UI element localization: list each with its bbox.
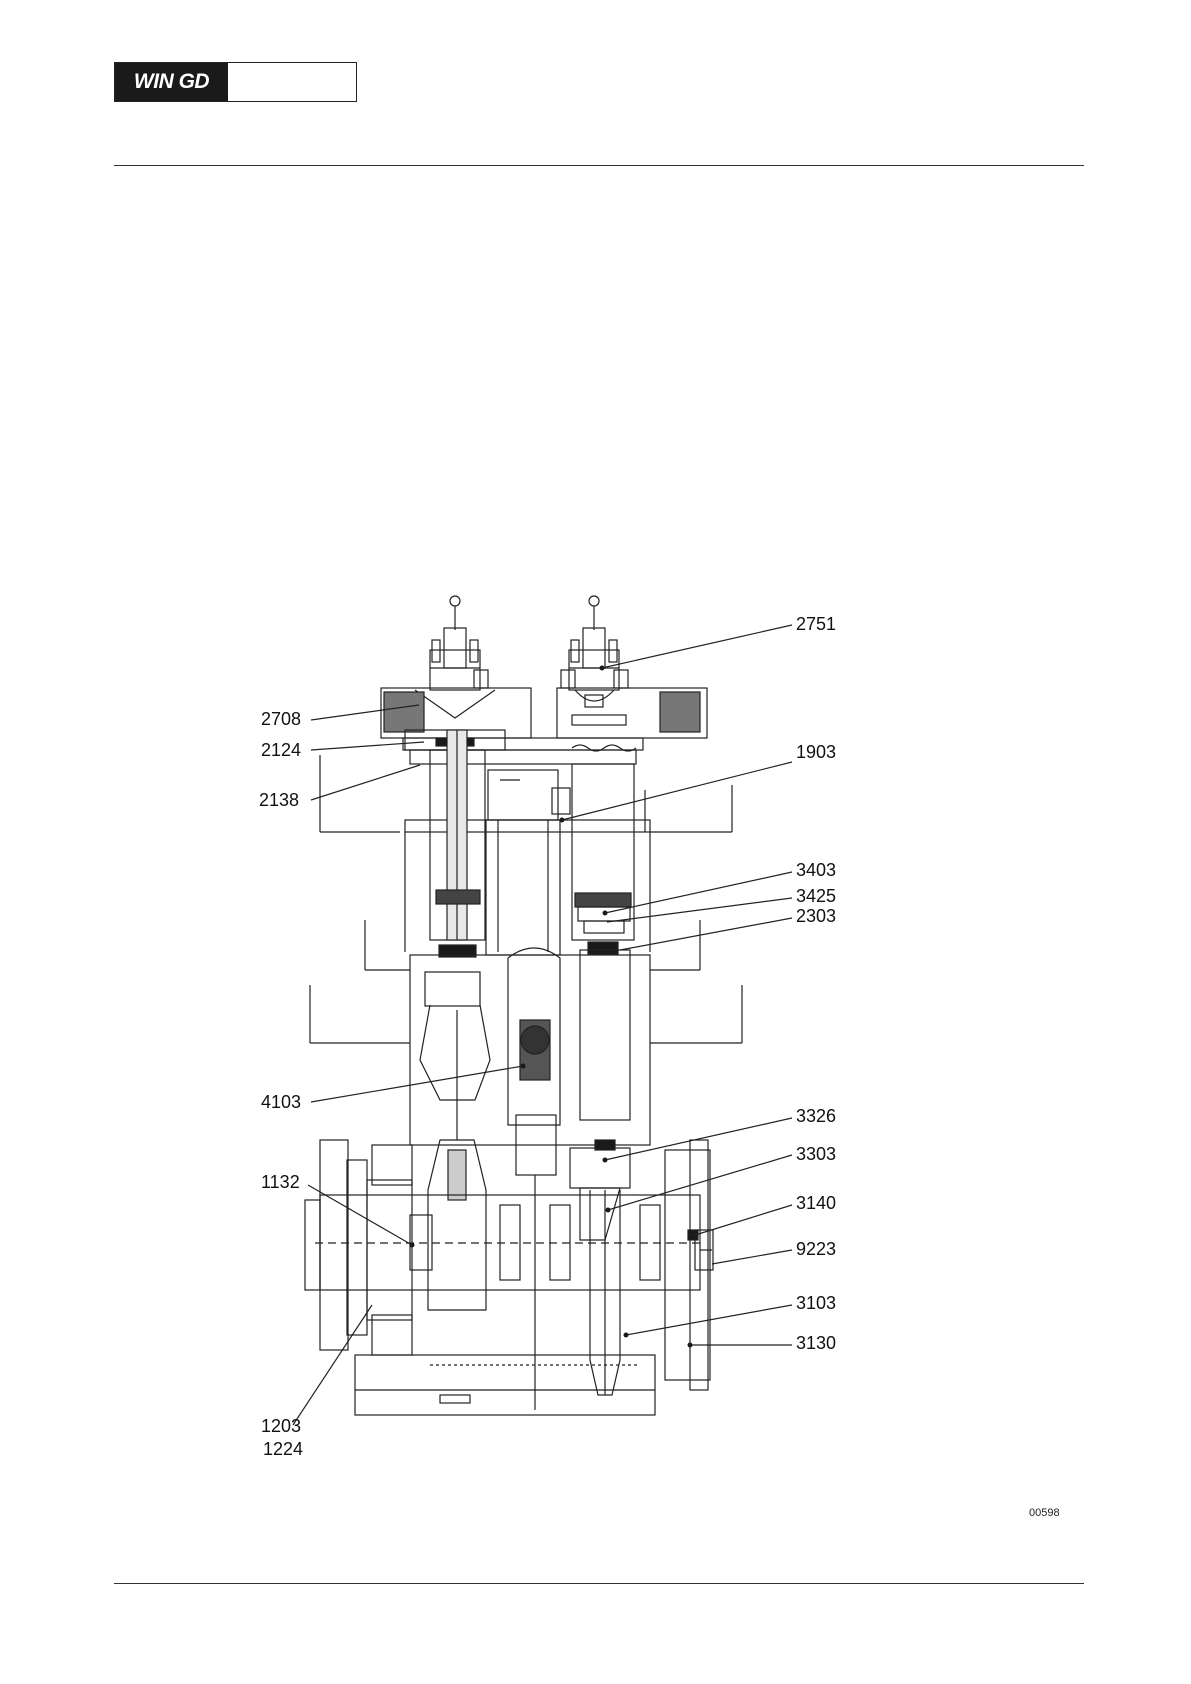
callout-1132: 1132	[261, 1172, 300, 1192]
callout-2138: 2138	[259, 790, 299, 810]
callout-3103: 3103	[796, 1293, 836, 1313]
callout-9223: 9223	[796, 1239, 836, 1259]
leader-2124	[311, 742, 424, 750]
callout-4103: 4103	[261, 1092, 301, 1112]
leader-1132	[308, 1185, 412, 1245]
callout-1903: 1903	[796, 742, 836, 762]
flywheel	[305, 1140, 412, 1355]
leader-2303	[620, 918, 792, 950]
leader-3140	[692, 1205, 792, 1236]
leader-3425	[607, 898, 792, 922]
engine-drawing	[305, 596, 742, 1415]
leader-1903	[562, 762, 792, 820]
leader-3103	[626, 1305, 792, 1335]
callout-3303: 3303	[796, 1144, 836, 1164]
callout-3425: 3425	[796, 886, 836, 906]
central-frame	[486, 770, 570, 955]
callout-3130: 3130	[796, 1333, 836, 1353]
right-valve-cage	[561, 596, 628, 707]
bedplate	[355, 1355, 655, 1415]
callout-3140: 3140	[796, 1193, 836, 1213]
footer-rule	[114, 1583, 1084, 1584]
callout-3403: 3403	[796, 860, 836, 880]
callout-1203: 1203	[261, 1416, 301, 1436]
crankshaft	[315, 1195, 700, 1290]
end-housing	[665, 1140, 713, 1390]
callout-1224: 1224	[263, 1439, 303, 1459]
callout-3326: 3326	[796, 1106, 836, 1126]
leader-1203	[293, 1305, 372, 1425]
left-valve-cage	[430, 596, 488, 690]
leader-3326	[605, 1118, 792, 1160]
leader-4103	[311, 1066, 523, 1102]
callout-2303: 2303	[796, 906, 836, 926]
leader-3403	[605, 872, 792, 913]
callout-2708: 2708	[261, 709, 301, 729]
leader-2138	[311, 765, 420, 800]
callout-2124: 2124	[261, 740, 301, 760]
right-cylinder-cover	[557, 688, 707, 751]
left-connecting-rod	[420, 972, 490, 1310]
gear-train	[508, 948, 560, 1410]
right-cylinder-liner	[572, 764, 634, 954]
leader-9223	[712, 1250, 792, 1264]
callout-2751: 2751	[796, 614, 836, 634]
leader-2751	[602, 625, 792, 668]
right-connecting-rod	[570, 950, 630, 1395]
figure-reference: 00598	[1029, 1507, 1060, 1519]
